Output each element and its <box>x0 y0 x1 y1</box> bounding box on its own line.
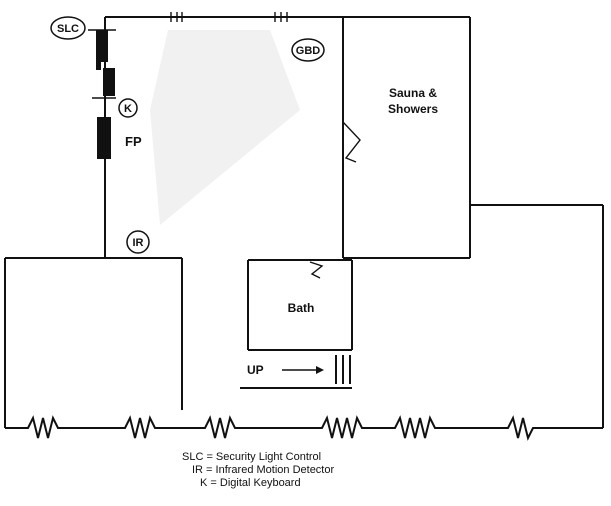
slc-label: SLC <box>57 23 79 35</box>
keyboard-marker: K <box>118 98 138 118</box>
infrared-marker: IR <box>126 230 150 254</box>
bath-room-walls <box>247 259 353 351</box>
keyboard-label: K <box>124 103 132 115</box>
stairs-up-label: UP <box>247 363 264 377</box>
left-wing-walls <box>4 257 183 428</box>
slc-marker: SLC <box>50 16 86 40</box>
legend-slc: SLC = Security Light Control <box>182 451 321 463</box>
sauna-label-line-1: Sauna & <box>389 86 437 100</box>
bath-label: Bath <box>288 301 315 315</box>
infrared-label: IR <box>133 237 144 249</box>
legend-ir: IR = Infrared Motion Detector <box>192 464 334 476</box>
legend: SLC = Security Light Control IR = Infrar… <box>182 451 334 489</box>
stairs <box>240 355 352 389</box>
sauna-room-walls <box>342 16 471 259</box>
sauna-label-line-2: Showers <box>388 102 438 116</box>
gbd-label: GBD <box>296 45 321 57</box>
right-wing-walls <box>470 204 604 428</box>
legend-k: K = Digital Keyboard <box>200 477 301 489</box>
bottom-wall <box>5 415 603 441</box>
fireplace-blocks <box>88 29 116 159</box>
light-glare <box>150 30 300 225</box>
window-marks <box>170 12 288 22</box>
gbd-marker: GBD <box>291 38 325 62</box>
fireplace-label: FP <box>125 134 142 149</box>
